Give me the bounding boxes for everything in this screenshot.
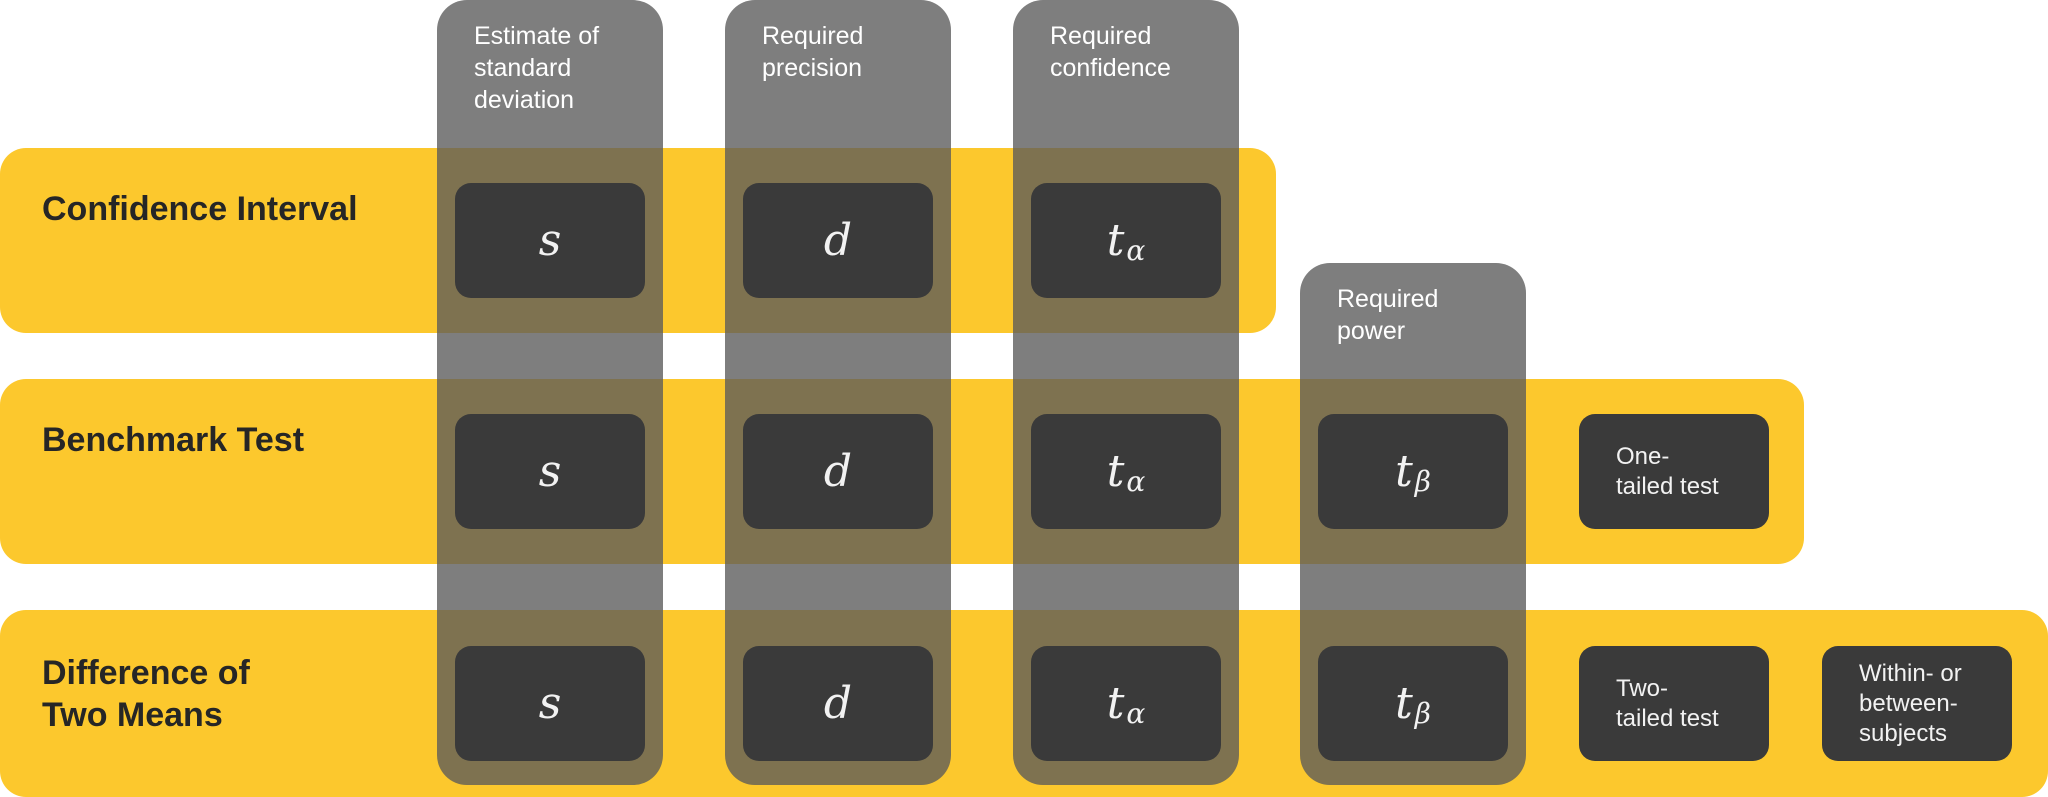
symbol-d: d: [823, 215, 853, 266]
column-label-confidence: Required confidence: [1050, 22, 1171, 82]
cell-within-or-between-subjects: Within- or between- subjects: [1822, 646, 2012, 761]
symbol-beta: β: [1414, 697, 1431, 730]
cell-ci-s: s: [455, 183, 645, 298]
symbol-s: s: [538, 215, 562, 266]
symbol-alpha: α: [1126, 697, 1146, 730]
cell-bt-d: d: [743, 414, 933, 529]
symbol-t: t: [1395, 446, 1413, 497]
symbol-alpha: α: [1126, 234, 1146, 267]
symbol-d: d: [823, 678, 853, 729]
symbol-s: s: [538, 678, 562, 729]
cell-one-tailed-test: One- tailed test: [1579, 414, 1769, 529]
symbol-beta: β: [1414, 465, 1431, 498]
cell-dtm-d: d: [743, 646, 933, 761]
symbol-s: s: [538, 446, 562, 497]
symbol-t: t: [1106, 215, 1125, 266]
symbol-alpha: α: [1126, 465, 1146, 498]
row-label-confidence-interval: Confidence Interval: [42, 190, 358, 228]
column-label-precision: Required precision: [762, 22, 864, 82]
row-label-benchmark-test: Benchmark Test: [42, 421, 305, 459]
cell-two-tailed-test: Two- tailed test: [1579, 646, 1769, 761]
symbol-t: t: [1106, 678, 1125, 729]
column-label-standard-deviation: Estimate of standard deviation: [474, 22, 600, 114]
row-label-difference-of-two-means: Difference of Two Means: [42, 654, 250, 734]
cell-ci-d: d: [743, 183, 933, 298]
column-label-power: Required power: [1337, 285, 1439, 345]
cell-bt-s: s: [455, 414, 645, 529]
symbol-t: t: [1106, 446, 1125, 497]
symbol-d: d: [823, 446, 853, 497]
cell-dtm-s: s: [455, 646, 645, 761]
symbol-t: t: [1395, 678, 1413, 729]
